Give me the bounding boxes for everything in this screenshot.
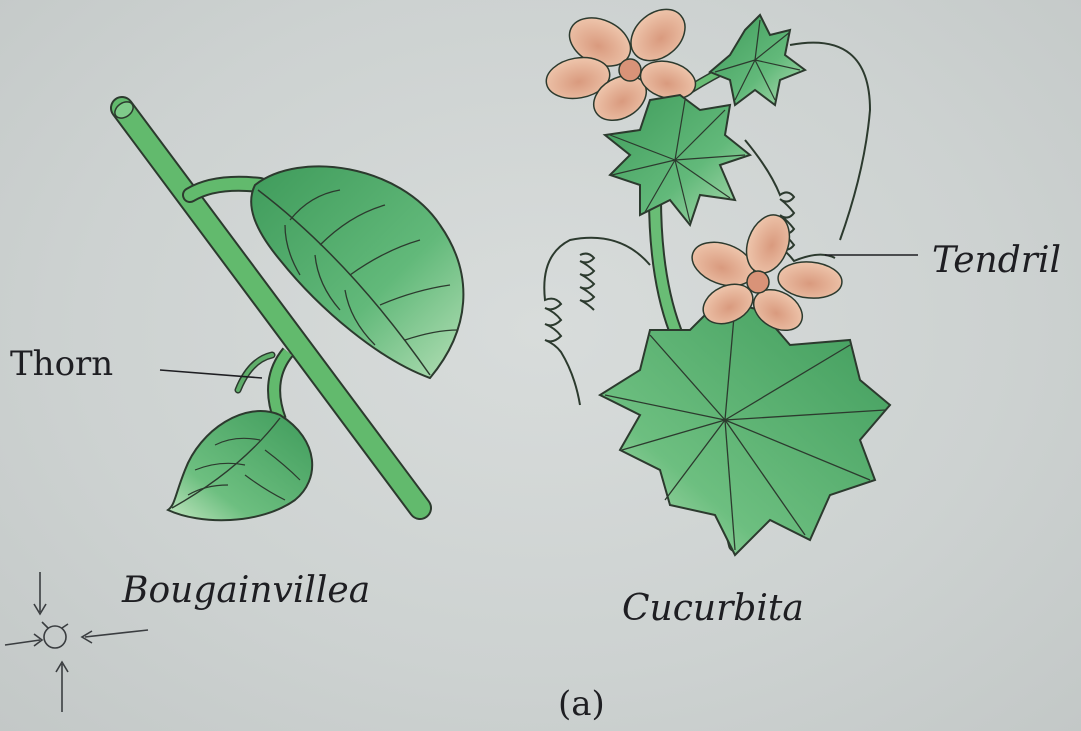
bougainvillea-upper-leaf: [251, 166, 463, 378]
tendril-label: Tendril: [932, 240, 1061, 281]
cucurbita-caption: Cucurbita: [622, 588, 804, 629]
cucurbita-plant: [543, 0, 890, 555]
bougainvillea-caption: Bougainvillea: [122, 570, 370, 611]
bougainvillea-plant: [112, 99, 464, 521]
thorn: [238, 355, 272, 390]
thorn-label: Thorn: [10, 344, 113, 384]
bougainvillea-lower-leaf: [168, 411, 312, 520]
panel-label: (a): [558, 684, 605, 724]
cucurbita-flower-bottom: [686, 209, 843, 339]
cucurbita-leaf-bottom: [600, 300, 890, 555]
